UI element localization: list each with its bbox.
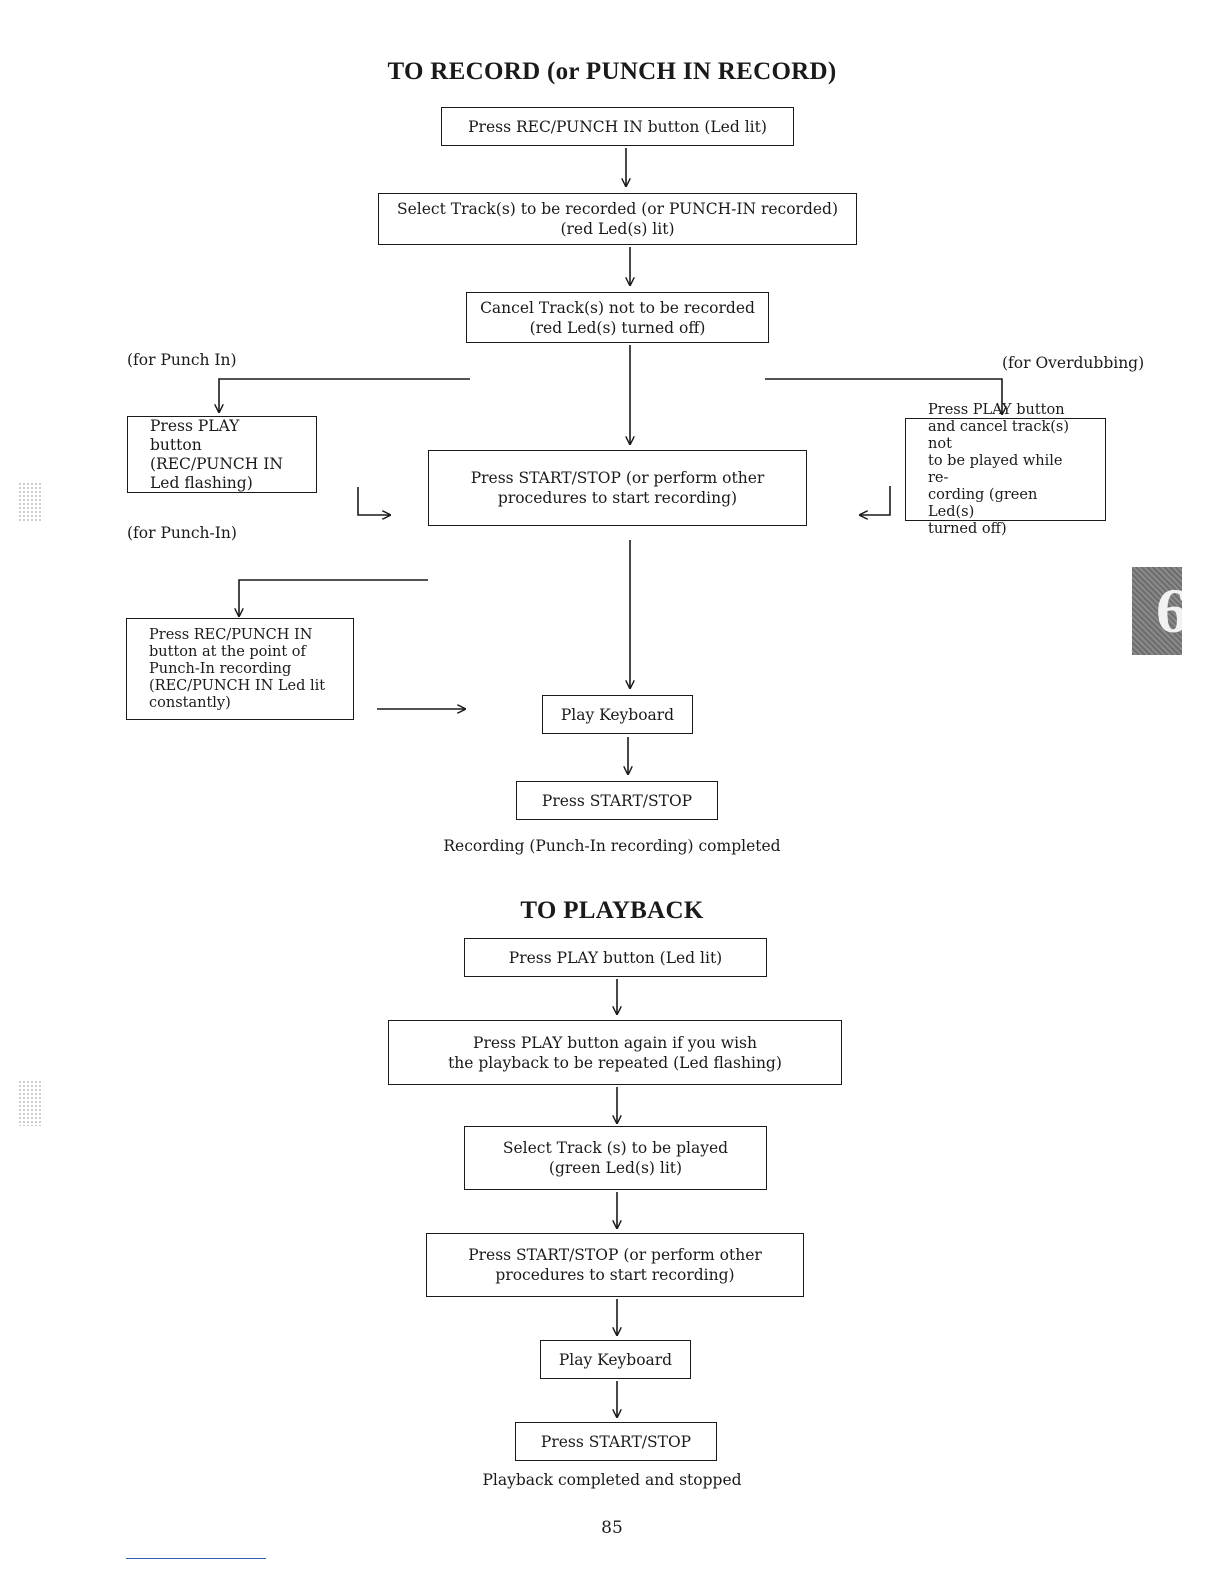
scan-speck-bottom bbox=[18, 1080, 42, 1126]
footer-rule bbox=[126, 1558, 266, 1559]
pb-step-press-start-stop: Press START/STOP (or perform other proce… bbox=[426, 1233, 804, 1297]
arrow-punch-in-branch bbox=[219, 378, 470, 412]
record-title: TO RECORD (or PUNCH IN RECORD) bbox=[387, 58, 837, 85]
arrow-overdub-branch bbox=[765, 378, 1002, 414]
step-press-rec-punch-in-point: Press REC/PUNCH IN button at the point o… bbox=[126, 618, 354, 720]
arrow-punch-in-2-branch bbox=[239, 579, 428, 616]
playback-title: TO PLAYBACK bbox=[520, 897, 704, 924]
page-number: 85 bbox=[601, 1518, 623, 1538]
pb-step-play-keyboard: Play Keyboard bbox=[540, 1340, 691, 1379]
pb-step-press-play-again: Press PLAY button again if you wish the … bbox=[388, 1020, 842, 1085]
label-for-punch-in-2: (for Punch-In) bbox=[127, 524, 237, 542]
chapter-tab: 6 bbox=[1132, 567, 1182, 655]
label-for-overdubbing: (for Overdubbing) bbox=[1002, 354, 1145, 372]
step-press-play-punch-in: Press PLAY button (REC/PUNCH IN Led flas… bbox=[127, 416, 317, 493]
step-press-start-stop: Press START/STOP (or perform other proce… bbox=[428, 450, 807, 526]
pb-step-press-play: Press PLAY button (Led lit) bbox=[464, 938, 767, 977]
pb-step-press-start-stop-end: Press START/STOP bbox=[515, 1422, 717, 1461]
step-cancel-tracks: Cancel Track(s) not to be recorded (red … bbox=[466, 292, 769, 343]
scan-speck-top bbox=[18, 482, 42, 522]
step-press-rec-punch-in: Press REC/PUNCH IN button (Led lit) bbox=[441, 107, 794, 146]
playback-completed-text: Playback completed and stopped bbox=[482, 1471, 742, 1489]
pb-step-select-tracks: Select Track (s) to be played (green Led… bbox=[464, 1126, 767, 1190]
arrow-right-play-to-start bbox=[860, 486, 891, 515]
step-press-start-stop-end: Press START/STOP bbox=[516, 781, 718, 820]
step-select-tracks: Select Track(s) to be recorded (or PUNCH… bbox=[378, 193, 857, 245]
step-press-play-overdub: Press PLAY button and cancel track(s) no… bbox=[905, 402, 1106, 537]
step-play-keyboard: Play Keyboard bbox=[542, 695, 693, 734]
record-completed-text: Recording (Punch-In recording) completed bbox=[443, 837, 781, 855]
arrow-left-play-to-start bbox=[357, 487, 390, 515]
label-for-punch-in: (for Punch In) bbox=[127, 351, 237, 369]
chapter-number: 6 bbox=[1156, 575, 1182, 646]
